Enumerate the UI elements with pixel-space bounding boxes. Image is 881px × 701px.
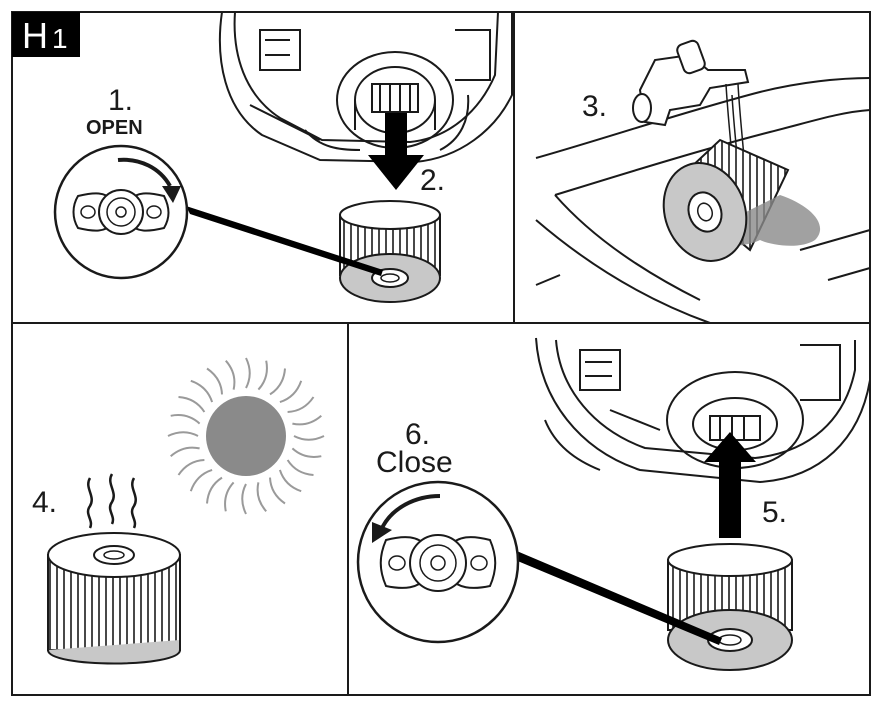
sun-ray <box>287 396 315 413</box>
vacuum-housing-illustration-2 <box>535 337 871 484</box>
sun-ray <box>206 476 223 504</box>
filter-cartridge-drying <box>47 532 181 665</box>
heat-waves-icon <box>86 473 137 529</box>
faucet-icon <box>632 39 750 127</box>
step-2-number: 2. <box>420 164 445 197</box>
sun-ray <box>256 482 267 512</box>
zoom-leader-line <box>186 206 383 276</box>
step-1-number: 1. <box>108 84 133 117</box>
sun-icon <box>167 357 325 515</box>
sun-ray <box>245 357 251 389</box>
step-1-label: OPEN <box>86 117 143 139</box>
sun-ray <box>278 469 302 493</box>
step-6-number: 6. <box>405 418 430 451</box>
filter-cartridge-inserting <box>667 543 793 671</box>
rotate-counterclockwise-icon <box>372 494 441 543</box>
sun-ray <box>257 360 268 391</box>
sun-ray <box>167 431 199 437</box>
sun-ray <box>190 379 214 403</box>
step-3-number: 3. <box>582 90 607 123</box>
sun-ray <box>279 380 303 404</box>
panel-dry: 4. <box>32 357 325 665</box>
vacuum-housing-illustration <box>218 11 513 164</box>
step-5-number: 5. <box>762 496 787 529</box>
arrow-down-icon <box>368 113 424 190</box>
sun-ray <box>170 414 201 425</box>
panel-insert-close: 6. Close 5. <box>356 337 871 671</box>
sun-ray <box>225 360 236 390</box>
zoom-leader-line-2 <box>508 549 722 645</box>
sun-ray <box>206 367 223 395</box>
arrow-up-icon <box>704 432 756 538</box>
sun-ray <box>292 415 322 426</box>
sun-ray <box>178 396 206 413</box>
sun-ray <box>293 435 325 441</box>
panel-rinse: 3. <box>535 39 871 324</box>
filter-cartridge <box>339 200 441 303</box>
badge-number: 1 <box>52 23 68 54</box>
sun-ray <box>170 446 200 457</box>
step-6-label: Close <box>376 446 453 479</box>
sun-ray <box>291 447 322 458</box>
sun-ray <box>177 459 205 476</box>
zoom-detail-open <box>53 144 189 280</box>
sun-ray <box>241 483 247 515</box>
sun-ray <box>269 368 286 396</box>
rotate-clockwise-icon <box>117 157 181 203</box>
sun-ray <box>189 468 213 492</box>
sun-ray <box>286 459 314 476</box>
sun-ray <box>224 481 235 512</box>
figure-badge: H 1 <box>12 12 80 57</box>
zoom-detail-close <box>356 480 520 644</box>
panel-open-remove: 1. OPEN 2. <box>53 11 513 303</box>
sink-illustration <box>535 77 871 324</box>
sun-ray <box>269 477 286 505</box>
badge-letter: H <box>22 15 48 56</box>
step-4-number: 4. <box>32 486 57 519</box>
filter-cartridge-rinsing <box>662 138 821 262</box>
